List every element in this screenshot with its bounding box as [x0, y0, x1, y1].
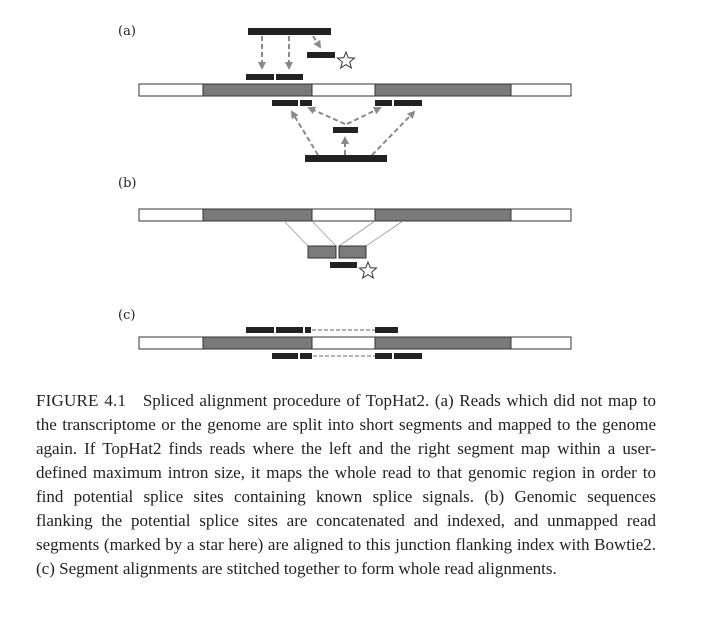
figure-diagram: [138, 28, 572, 359]
mapped-segment: [272, 100, 298, 106]
genome-exon: [202, 208, 313, 222]
genome-exon: [202, 83, 313, 97]
panel-a: [138, 28, 572, 162]
junction-flank: [307, 245, 337, 259]
genome-exon: [374, 83, 512, 97]
mapped-segment: [394, 100, 422, 106]
mapped-segment: [246, 327, 274, 333]
genome-exon: [202, 336, 313, 350]
mapped-segment: [272, 353, 298, 359]
connector-line: [311, 220, 337, 247]
arrow: [290, 110, 319, 156]
star-outline-icon: [336, 50, 356, 70]
mapped-segment: [394, 353, 422, 359]
mapped-segment: [300, 100, 312, 106]
arrow: [307, 106, 346, 125]
mapped-segment: [246, 74, 274, 80]
connector-line: [338, 220, 376, 247]
unmapped-segment: [307, 52, 335, 58]
segment: [333, 127, 358, 133]
arrow: [312, 35, 322, 49]
panel-c: [138, 327, 572, 359]
read-full-top: [248, 28, 331, 35]
mapped-segment: [276, 74, 303, 80]
arrow: [346, 107, 382, 125]
connector-line: [283, 220, 309, 247]
star-outline-icon: [358, 260, 378, 280]
genome-exon: [374, 208, 512, 222]
panel-label-a: (a): [118, 24, 136, 39]
panel-label-b: (b): [118, 176, 137, 191]
mapped-segment: [375, 327, 398, 333]
figure-caption: FIGURE 4.1 Spliced alignment procedure o…: [36, 389, 656, 581]
mapped-segment: [276, 327, 303, 333]
mapped-segment: [305, 327, 311, 333]
arrow: [371, 110, 416, 156]
connector-line: [365, 220, 404, 247]
figure-number: FIGURE 4.1: [36, 391, 127, 410]
genome-exon: [374, 336, 512, 350]
junction-flank: [338, 245, 367, 259]
caption-text: Spliced alignment procedure of TopHat2. …: [36, 391, 656, 578]
unmapped-segment: [330, 262, 357, 268]
read-full-bottom: [305, 155, 387, 162]
panel-b: [138, 208, 572, 280]
mapped-segment: [300, 353, 312, 359]
mapped-segment: [375, 100, 392, 106]
mapped-segment: [375, 353, 392, 359]
panel-label-c: (c): [118, 308, 136, 323]
